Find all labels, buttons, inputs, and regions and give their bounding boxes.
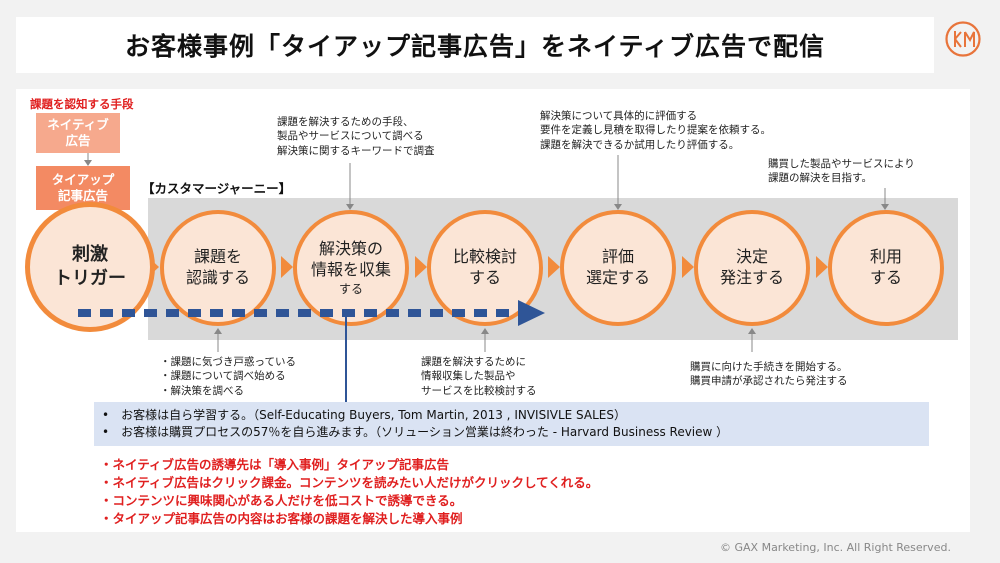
stage-recognize-line1: 課題を <box>193 247 242 267</box>
title-bar: お客様事例「タイアップ記事広告」をネイティブ広告で配信 <box>16 17 934 73</box>
stage-collect-line1: 解決策の <box>318 238 383 258</box>
stage-collect-line3: する <box>338 282 363 297</box>
stage-trigger-line1: 刺激 <box>72 243 108 265</box>
note-collect-line: 解決策に関するキーワードで調査 <box>277 144 435 157</box>
note-recognize: ・課題に気づき戸惑っている ・課題について調べ始める ・解決策を調べる <box>160 355 296 398</box>
stage-evaluate-line2: 選定する <box>585 268 650 287</box>
stage-collect-line2: 情報を収集 <box>310 259 391 279</box>
copyright: © GAX Marketing, Inc. All Right Reserved… <box>720 541 951 554</box>
native-line2: 広告 <box>65 133 91 148</box>
stage-trigger-line2: トリガー <box>54 268 126 289</box>
stage-collect: 解決策の 情報を収集 する <box>293 210 409 326</box>
flow-arrow <box>415 256 427 278</box>
means-label: 課題を認知する手段 <box>30 97 134 111</box>
connector-arrowhead <box>214 328 222 334</box>
info-line: • お客様は自ら学習する。（Self-Educating Buyers, Tom… <box>102 408 626 422</box>
connector-arrowhead <box>84 160 92 166</box>
stage-decide: 決定 発注する <box>694 210 810 326</box>
note-decide-line: 購買に向けた手続きを開始する。 <box>690 361 848 373</box>
tieup-line2: 記事広告 <box>57 188 108 203</box>
note-recognize-line: ・解決策を調べる <box>160 384 244 397</box>
connector-arrowhead <box>481 328 489 334</box>
stage-decide-line1: 決定 <box>735 247 768 267</box>
stage-use: 利用 する <box>828 210 944 326</box>
brand-logo-icon <box>945 21 981 57</box>
connector-arrowhead <box>346 204 354 210</box>
note-decide-line: 購買申請が承認されたら発注する <box>690 375 848 388</box>
native-line1: ネイティブ <box>47 117 109 133</box>
note-evaluate: 解決策について具体的に評価する 要件を定義し見積を取得したり提案を依頼する。 課… <box>540 109 771 152</box>
journey-label: 【カスタマージャーニー】 <box>142 181 292 196</box>
note-use-line: 課題の解決を目指す。 <box>768 172 872 185</box>
note-evaluate-line: 解決策について具体的に評価する <box>540 110 698 122</box>
flow-arrow <box>682 256 694 278</box>
note-compare-line: 情報収集した製品や <box>421 370 516 383</box>
dashed-arrow-head <box>518 300 545 326</box>
stage-compare-line1: 比較検討 <box>452 247 517 267</box>
note-evaluate-line: 要件を定義し見積を取得したり提案を依頼する。 <box>540 124 771 137</box>
key-points-list: ・ネイティブ広告の誘導先は「導入事例」タイアップ記事広告 ・ネイティブ広告はクリ… <box>100 456 598 529</box>
flow-arrow <box>816 256 828 278</box>
note-compare-line: 課題を解決するために <box>421 356 526 368</box>
stage-decide-line2: 発注する <box>719 268 784 287</box>
note-compare: 課題を解決するために 情報収集した製品や サービスを比較検討する <box>421 355 537 398</box>
stage-recognize: 課題を 認識する <box>160 210 276 326</box>
stage-use-line2: する <box>869 268 902 287</box>
connector-arrowhead <box>614 204 622 210</box>
note-decide: 購買に向けた手続きを開始する。 購買申請が承認されたら発注する <box>690 360 848 389</box>
note-recognize-line: ・課題に気づき戸惑っている <box>160 356 296 368</box>
note-evaluate-line: 課題を解決できるか試用したり評価する。 <box>540 138 740 151</box>
flow-arrow <box>281 256 293 278</box>
note-collect: 課題を解決するための手段、 製品やサービスについて調べる 解決策に関するキーワー… <box>277 115 435 158</box>
stage-compare-line2: する <box>468 268 501 287</box>
note-recognize-line: ・課題について調べ始める <box>160 370 286 383</box>
note-collect-line: 製品やサービスについて調べる <box>277 130 424 143</box>
stage-use-line1: 利用 <box>869 247 902 267</box>
key-point: ・ネイティブ広告はクリック課金。コンテンツを読みたい人だけがクリックしてくれる。 <box>100 475 599 491</box>
stage-recognize-line2: 認識する <box>185 268 250 287</box>
connector-arrowhead <box>748 328 756 334</box>
note-use-line: 購買した製品やサービスにより <box>768 158 915 170</box>
tieup-line1: タイアップ <box>51 172 115 188</box>
native-ad-box: ネイティブ広告 <box>36 113 120 153</box>
note-collect-line: 課題を解決するための手段、 <box>277 116 414 128</box>
key-point: ・コンテンツに興味関心がある人だけを低コストで誘導できる。 <box>100 493 463 509</box>
flow-arrow <box>548 256 560 278</box>
stage-evaluate: 評価 選定する <box>560 210 676 326</box>
key-point: ・タイアップ記事広告の内容はお客様の課題を解決した導入事例 <box>100 511 463 527</box>
note-use: 購買した製品やサービスにより 課題の解決を目指す。 <box>768 157 915 186</box>
key-point: ・ネイティブ広告の誘導先は「導入事例」タイアップ記事広告 <box>100 457 450 472</box>
note-compare-line: サービスを比較検討する <box>421 384 537 397</box>
connector-arrowhead <box>881 204 889 210</box>
info-line: • お客様は購買プロセスの57％を自ら進みます。（ソリューション営業は終わった … <box>102 425 729 440</box>
info-box: • お客様は自ら学習する。（Self-Educating Buyers, Tom… <box>94 402 929 446</box>
stage-evaluate-line1: 評価 <box>601 247 634 267</box>
page-title: お客様事例「タイアップ記事広告」をネイティブ広告で配信 <box>124 32 825 61</box>
